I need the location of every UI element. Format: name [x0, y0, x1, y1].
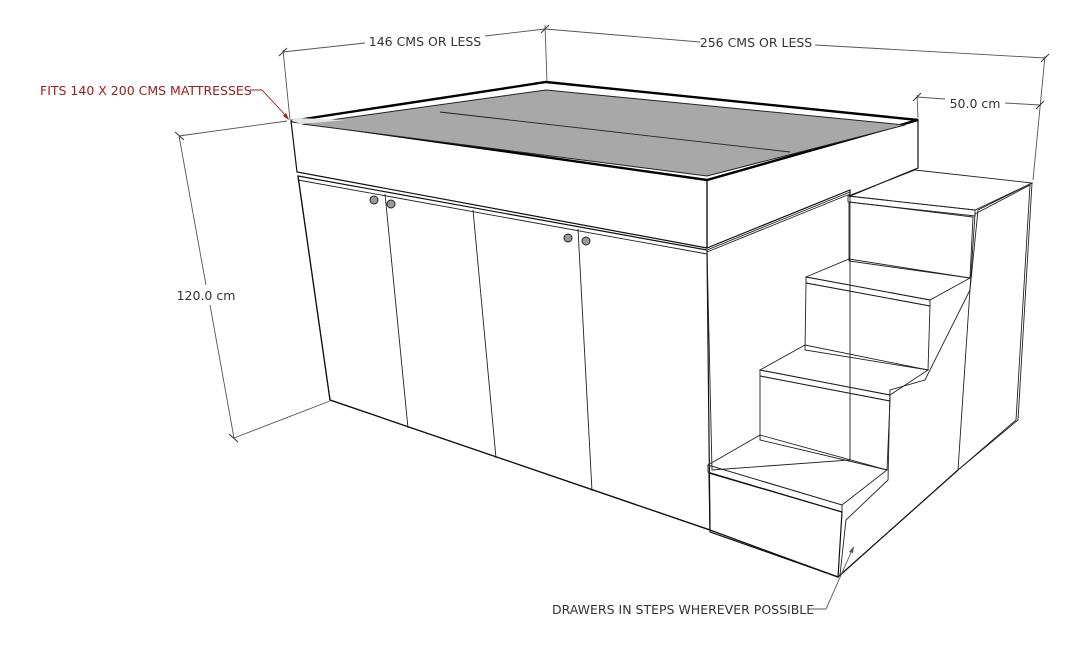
- dimension-height-label: 120.0 cm: [177, 288, 236, 303]
- cabinet-left-edge: [297, 175, 331, 401]
- arrow-icon: [849, 546, 854, 553]
- dimension-height: 120.0 cm: [174, 120, 331, 443]
- cabinet-doors: [297, 175, 593, 492]
- step-drawer-3[interactable]: [759, 375, 891, 471]
- door-seam-1: [384, 193, 409, 429]
- step-tread-4: [706, 434, 888, 506]
- door-knob-icon[interactable]: [563, 233, 573, 243]
- dimension-length: 256 CMS OR LESS: [544, 28, 1050, 181]
- dimension-width-label: 146 CMS OR LESS: [369, 34, 482, 49]
- door-seam-3: [577, 228, 593, 492]
- door-knob-icon[interactable]: [386, 199, 396, 209]
- door-knob-icon[interactable]: [581, 236, 591, 246]
- door-seam-2: [472, 209, 497, 459]
- callout-mattress: FITS 140 X 200 CMS MATTRESSES: [40, 83, 289, 120]
- stairs-side: [839, 182, 1033, 577]
- step-tread-2: [804, 258, 972, 301]
- bed-structure: [290, 80, 919, 531]
- step-tread-1: [847, 169, 1034, 211]
- callout-drawers-label: DRAWERS IN STEPS WHEREVER POSSIBLE: [552, 602, 814, 617]
- stairs: [706, 169, 1034, 578]
- dimension-stairs-depth-label: 50.0 cm: [950, 96, 1001, 111]
- step-drawer-4[interactable]: [708, 472, 843, 578]
- step-drawer-2[interactable]: [804, 282, 931, 371]
- bed-right-side-lower: [706, 191, 851, 471]
- step-tread-3: [758, 344, 930, 396]
- dimension-length-label: 256 CMS OR LESS: [700, 35, 813, 50]
- mattress-surface: [301, 89, 906, 177]
- cabinet-front: [297, 175, 711, 531]
- dimension-stairs-depth: 50.0 cm: [912, 92, 1045, 119]
- dimension-width: 146 CMS OR LESS: [278, 24, 550, 121]
- callout-mattress-label: FITS 140 X 200 CMS MATTRESSES: [40, 83, 252, 98]
- arrow-icon: [283, 113, 289, 120]
- door-knob-icon[interactable]: [369, 195, 379, 205]
- mattress-rim: [290, 80, 919, 182]
- callout-drawers: DRAWERS IN STEPS WHEREVER POSSIBLE: [552, 546, 854, 617]
